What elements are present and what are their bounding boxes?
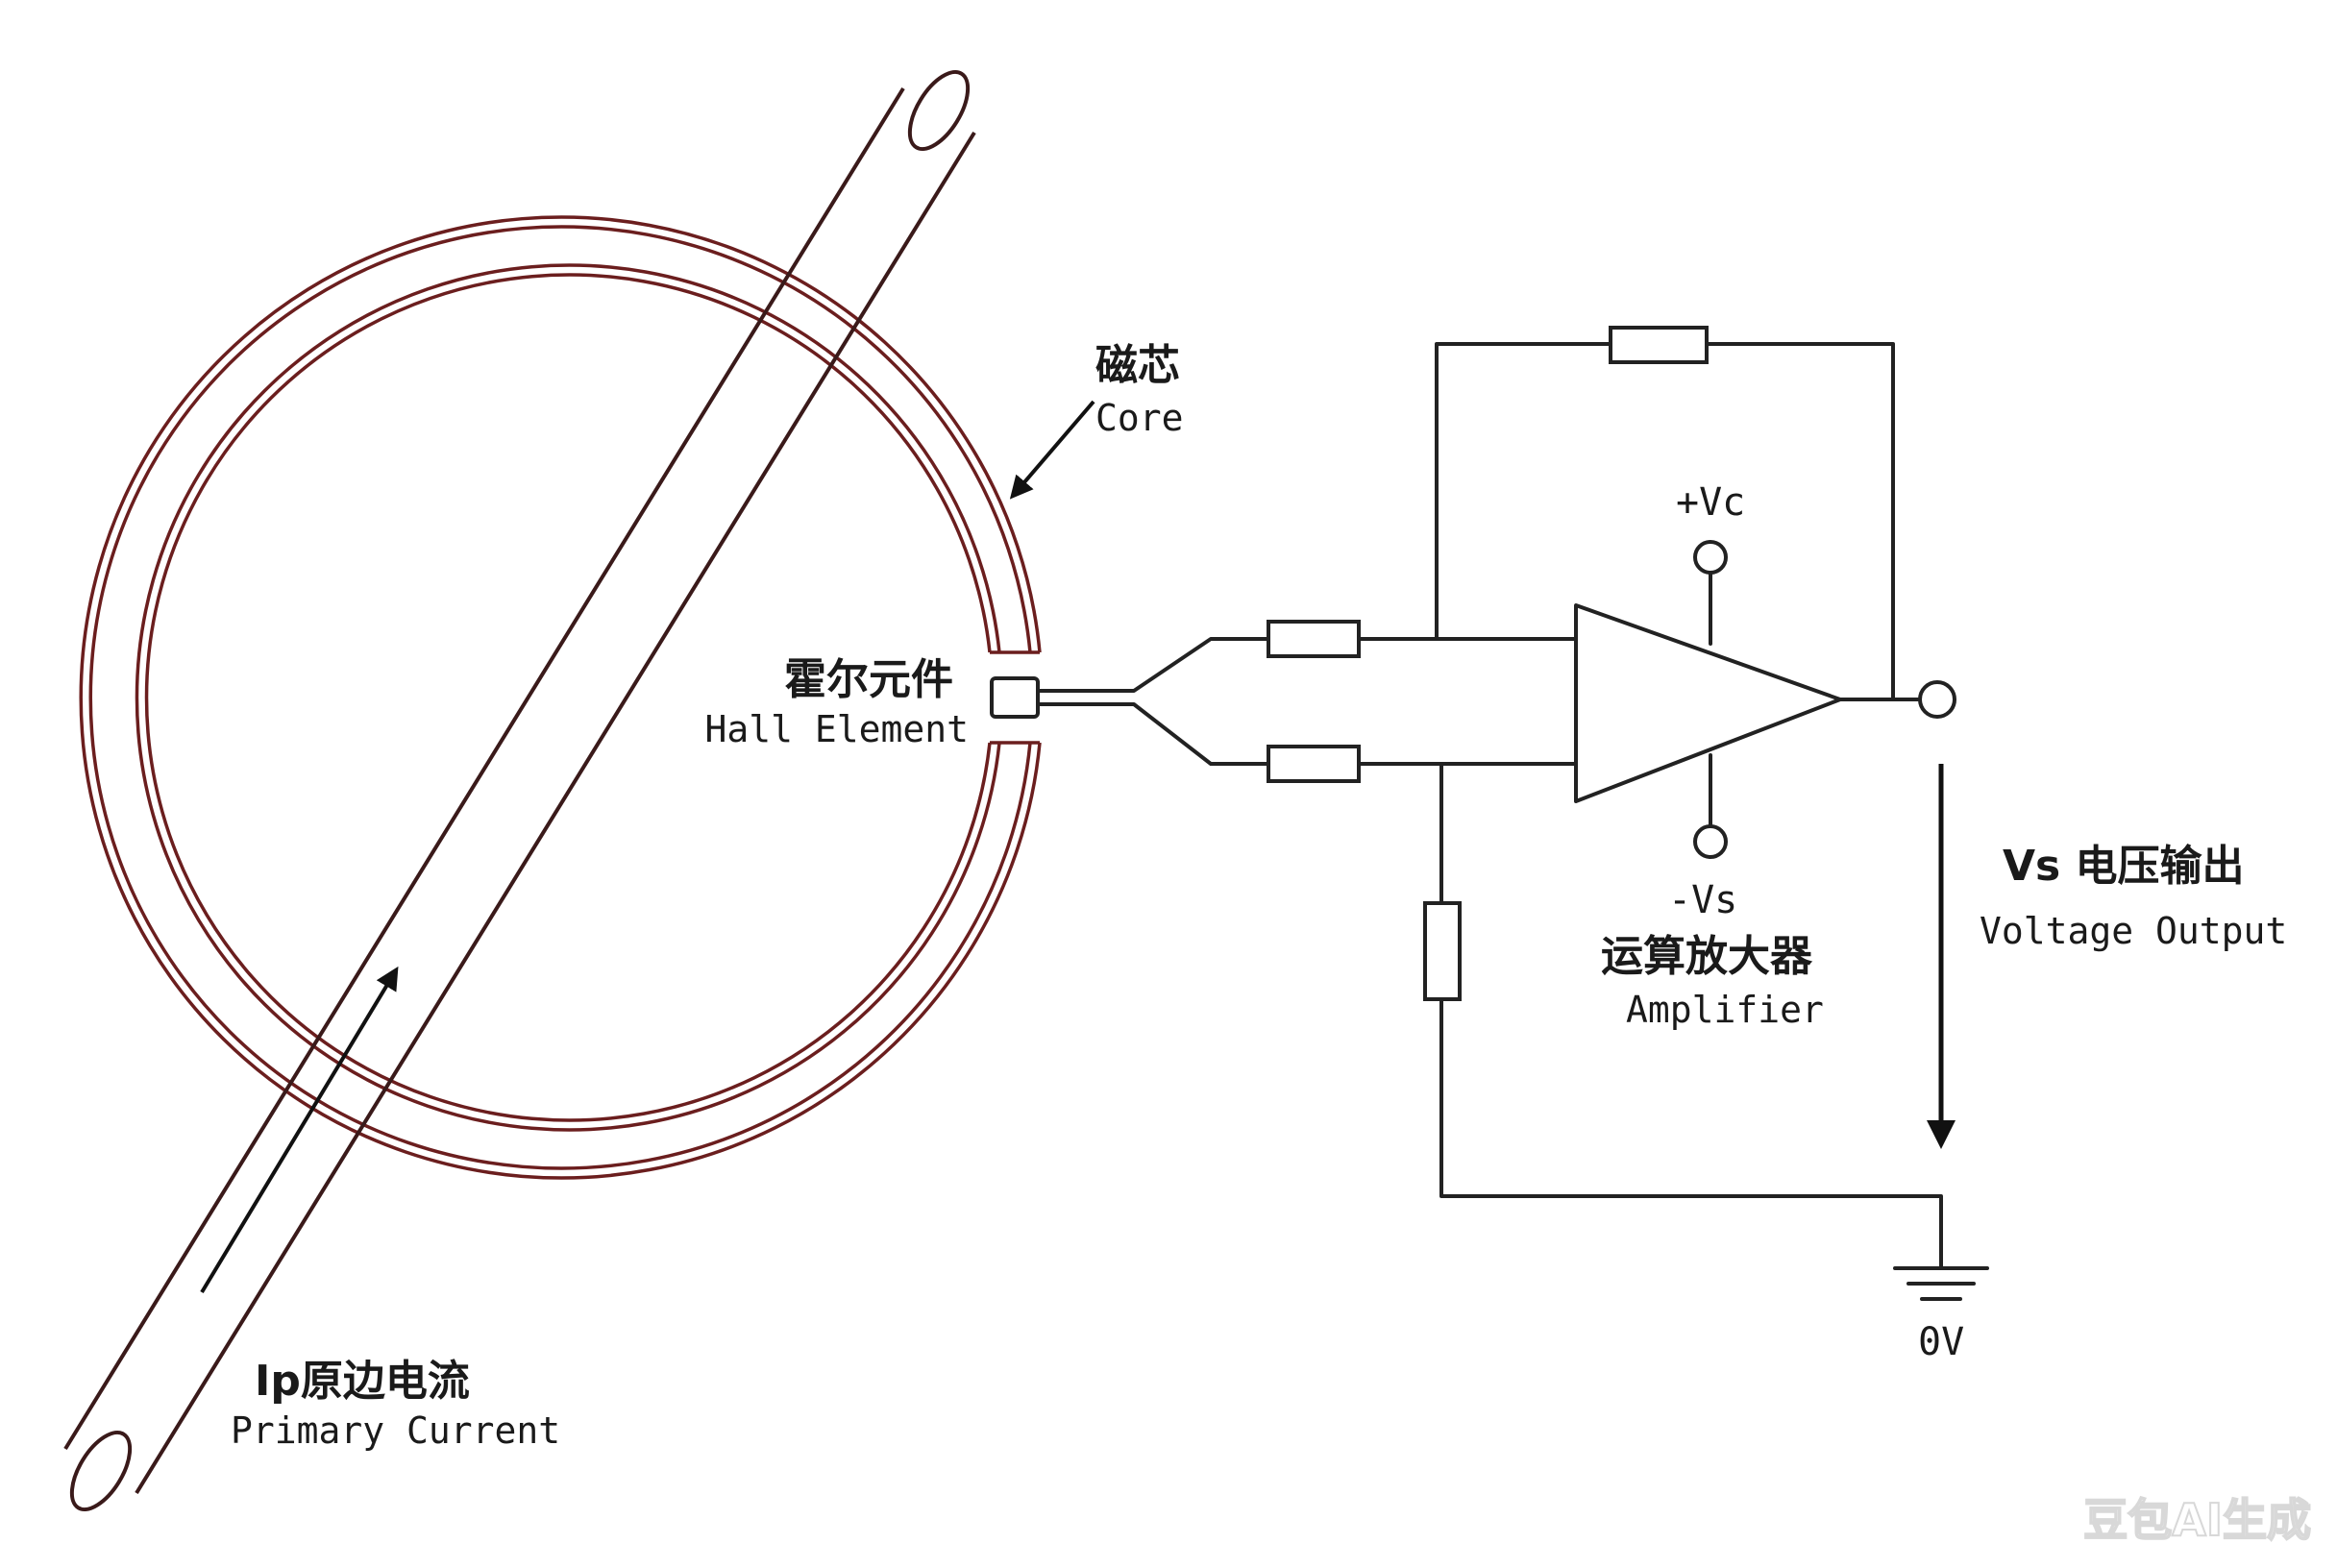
core-label-en: Core (1095, 397, 1184, 439)
op-amp-symbol (1574, 603, 1842, 803)
ground-resistor (1423, 901, 1462, 1001)
hall-element-label-zh: 霍尔元件 (784, 655, 953, 704)
primary-current-label-zh: Ip原边电流 (255, 1357, 470, 1406)
ground-label: 0V (1918, 1320, 1964, 1364)
voltage-output-label-zh: Vs 电压输出 (2003, 842, 2245, 891)
circuit-wiring (1036, 342, 1989, 1301)
output-terminal (1918, 680, 1956, 719)
feedback-resistor (1609, 326, 1709, 364)
hall-element (990, 676, 1040, 719)
amplifier-label-en: Amplifier (1626, 989, 1824, 1031)
input-resistor-top (1267, 620, 1361, 658)
input-resistor-bottom (1267, 745, 1361, 783)
magnetic-core (79, 215, 1042, 1180)
vs-terminal (1693, 824, 1728, 859)
watermark-text: 豆包AI生成 (2083, 1494, 2311, 1546)
negative-supply-label: -Vs (1668, 878, 1737, 922)
amplifier-label-zh: 运算放大器 (1601, 932, 1813, 981)
primary-conductor-rod (63, 69, 976, 1512)
positive-supply-label: +Vc (1676, 480, 1745, 525)
current-direction-arrow (200, 966, 399, 1294)
core-pointer-arrow (1009, 400, 1095, 500)
primary-current-label-en: Primary Current (231, 1409, 560, 1452)
vc-terminal (1693, 540, 1728, 575)
core-label-zh: 磁芯 (1095, 341, 1180, 390)
hall-element-label-en: Hall Element (704, 708, 969, 750)
voltage-output-label-en: Voltage Output (1980, 910, 2287, 952)
